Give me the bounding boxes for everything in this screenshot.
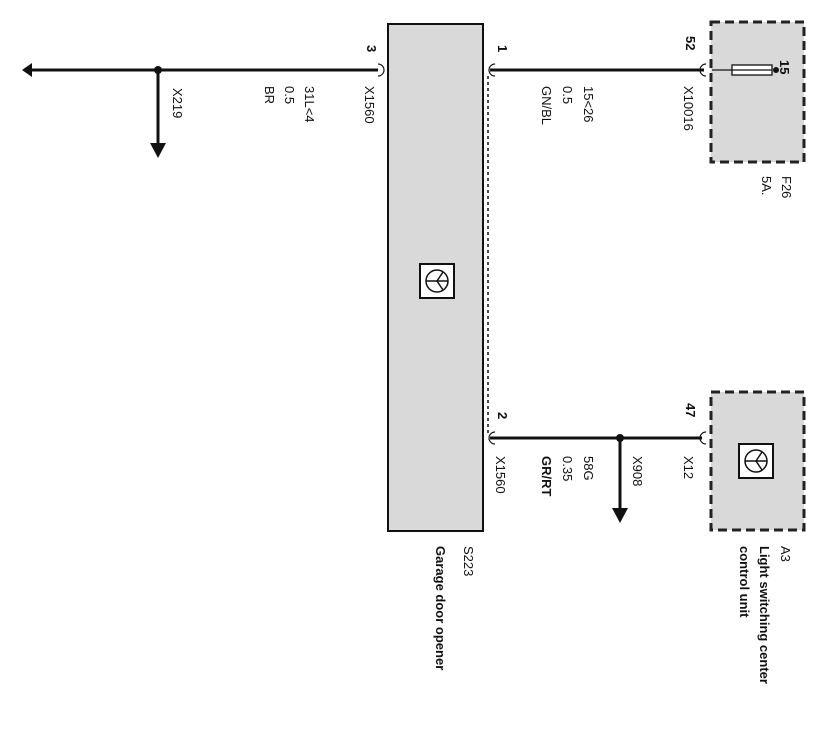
bottom-circuit-label: 58G (581, 456, 596, 481)
fuse-rating-label: 5A. (759, 176, 774, 196)
left-color-label: BR (262, 86, 277, 104)
light-module-name-line1: Light switching center (757, 546, 772, 684)
light-module-control-icon (738, 443, 774, 479)
bottom-connector-label: X1560 (493, 456, 508, 494)
ground-terminal-icon (22, 63, 32, 77)
left-circuit-label: 31L<4 (302, 86, 317, 123)
fuse-connector-label: X10016 (681, 86, 696, 131)
pin-3-socket-icon (377, 63, 385, 77)
garage-module-id: S223 (461, 546, 476, 576)
pin-3-label: 3 (364, 45, 379, 52)
pin-2-label: 2 (495, 412, 510, 419)
top-size-label: 0.5 (560, 86, 575, 104)
dest-connector-label: X12 (681, 456, 696, 479)
top-color-label: GN/BL (539, 86, 554, 125)
fuse-box (709, 20, 806, 164)
fuse-terminal-dot (773, 67, 779, 73)
bottom-color-label: GR/RT (539, 456, 554, 497)
splice-x908-arrow-icon (612, 508, 628, 523)
pin-1-socket-icon (488, 63, 496, 77)
garage-module-name: Garage door opener (433, 546, 448, 670)
splice-x908-label: X908 (630, 456, 645, 486)
pin-2-socket-icon (488, 431, 496, 445)
x12-socket-icon (699, 431, 707, 445)
light-module-id: A3 (778, 546, 793, 562)
garage-module-control-icon (419, 263, 455, 299)
fuse-id-label: F26 (779, 176, 794, 198)
fuse-socket-icon (699, 63, 707, 77)
splice-x219-label: X219 (170, 88, 185, 118)
dest-pin-label: 47 (683, 403, 698, 417)
top-circuit-label: 15<26 (581, 86, 596, 123)
left-connector-label: X1560 (362, 86, 377, 124)
fuse-pin-label: 52 (683, 36, 698, 50)
fuse-terminal-label: 15 (777, 60, 792, 74)
light-module-name-line2: control unit (737, 546, 752, 618)
left-size-label: 0.5 (282, 86, 297, 104)
splice-x219-arrow-icon (150, 143, 166, 158)
bottom-size-label: 0.35 (560, 456, 575, 481)
pin-1-label: 1 (495, 45, 510, 52)
